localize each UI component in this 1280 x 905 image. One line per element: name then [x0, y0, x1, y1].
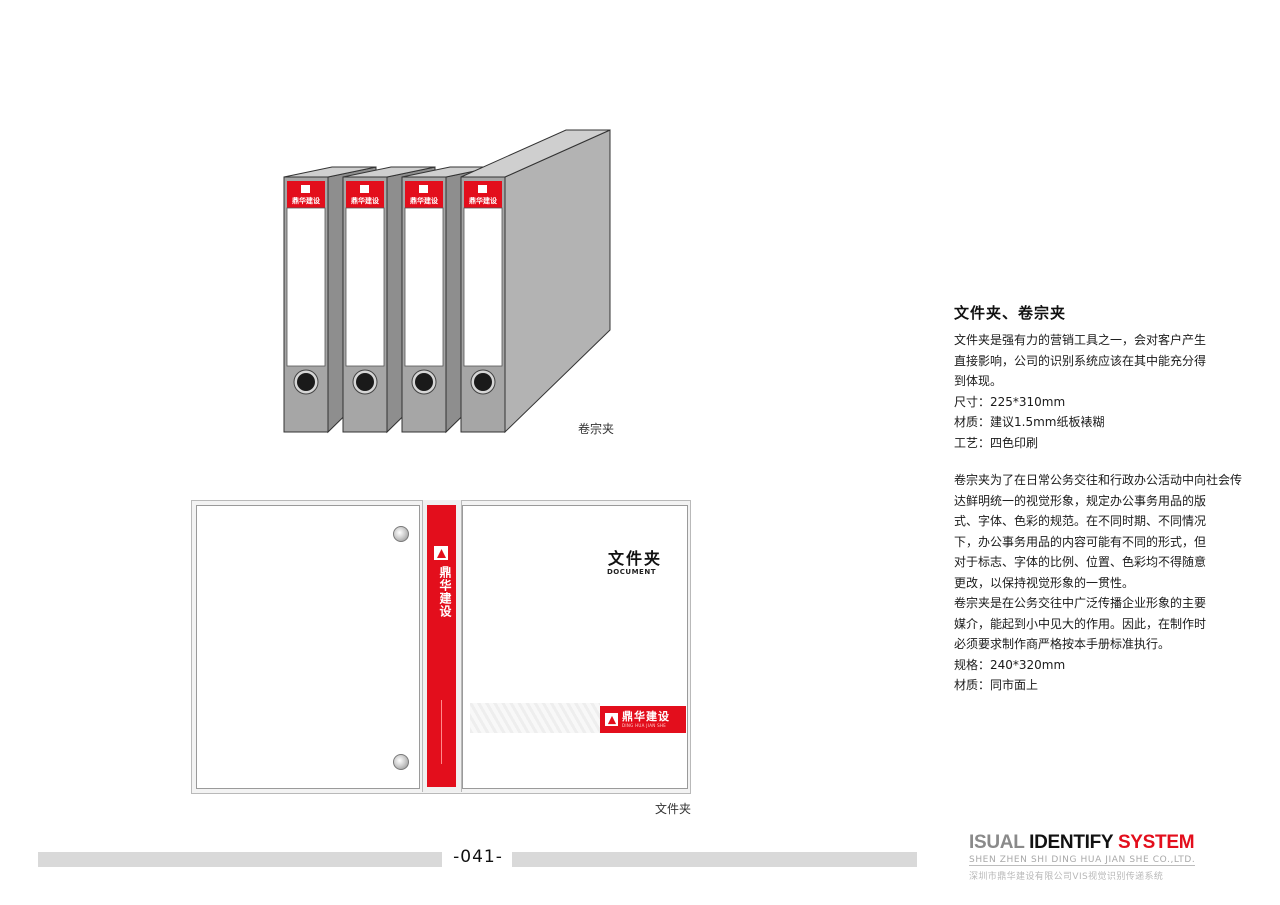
text-line: 卷宗夹为了在日常公务交往和行政办公活动中向社会传: [954, 473, 1243, 487]
binder-brand-name: 鼎华建设: [469, 196, 498, 205]
ring-hole-icon: [393, 526, 409, 542]
text-line: 到体现。: [954, 374, 1003, 388]
binder-brand-name: 鼎华建设: [292, 196, 321, 205]
text-line: 对于标志、字体的比例、位置、色彩均不得随意: [954, 555, 1207, 569]
text-line: 工艺：四色印刷: [954, 435, 1039, 450]
binder-white-label: [463, 207, 503, 367]
company-cn-name: 深圳市鼎华建设有限公司VIS视觉识别传递系统: [969, 872, 1164, 882]
text-line: 规格：240*320mm: [954, 657, 1066, 672]
folder-subtitle: DOCUMENT: [607, 568, 656, 576]
logo-en-name: DING HUA JIAN SHE: [622, 723, 667, 728]
folder-front-cover: [462, 505, 688, 789]
finger-hole-icon: [356, 373, 374, 391]
brand-logo-icon: [419, 185, 428, 193]
text-line: 更改，以保持视觉形象的一贯性。: [954, 575, 1135, 590]
text-line: 达鲜明统一的视觉形象，规定办公事务用品的版: [954, 493, 1207, 508]
spine-brand-name: 鼎华建设: [438, 566, 452, 618]
ring-hole-icon: [393, 754, 409, 770]
text-line: 材质：同市面上: [954, 678, 1039, 692]
folder-title: 文件夹: [608, 549, 663, 568]
text-line: 文件夹是强有力的营销工具之一，会对客户产生: [954, 333, 1207, 347]
footer-bar-right: [512, 852, 917, 867]
footer-bar-left: [38, 852, 442, 867]
text-line: 式、字体、色彩的规范。在不同时期、不同情况: [954, 514, 1207, 528]
finger-hole-icon: [297, 373, 315, 391]
finger-hole-icon: [415, 373, 433, 391]
binder-brand-name: 鼎华建设: [410, 196, 439, 205]
spine-label-field: [430, 668, 452, 768]
folder-caption: 文件夹: [655, 802, 692, 816]
text-line: 材质：建议1.5mm纸板裱糊: [954, 415, 1105, 429]
text-line: 直接影响，公司的识别系统应该在其中能充分得: [954, 353, 1207, 368]
decorative-pattern: [470, 703, 600, 733]
binder-white-label: [286, 207, 326, 367]
brand-logo-icon: [605, 713, 618, 726]
logo-cn-name: 鼎华建设: [622, 710, 670, 723]
brand-logo-icon: [301, 185, 310, 193]
brand-logo-icon: [478, 185, 487, 193]
brand-logo-icon: [434, 546, 448, 560]
brand-logo-icon: [360, 185, 369, 193]
binder-brand-name: 鼎华建设: [351, 196, 380, 205]
text-line: 媒介，能起到小中见大的作用。因此，在制作时: [954, 616, 1207, 631]
page-number: -041-: [453, 847, 503, 867]
binder-cover: [504, 129, 611, 434]
intro-paragraph: 文件夹是强有力的营销工具之一，会对客户产生直接影响，公司的识别系统应该在其中能充…: [954, 330, 1206, 453]
brand-logo-block: 鼎华建设 DING HUA JIAN SHE: [600, 706, 686, 733]
text-line: 下，办公事务用品的内容可能有不同的形式，但: [954, 534, 1207, 549]
section-heading: 文件夹、卷宗夹: [954, 304, 1067, 322]
binder-white-label: [404, 207, 444, 367]
text-line: 必须要求制作商严格按本手册标准执行。: [954, 637, 1171, 651]
binders-caption: 卷宗夹: [578, 422, 615, 436]
folder-back-cover: [196, 505, 420, 789]
binder-white-label: [345, 207, 385, 367]
text-line: 卷宗夹是在公务交往中广泛传播企业形象的主要: [954, 596, 1207, 610]
system-title: ISUAL IDENTIFY SYSTEM: [969, 832, 1195, 853]
company-en-name: SHEN ZHEN SHI DING HUA JIAN SHE CO.,LTD.: [969, 855, 1196, 866]
body-paragraph: 卷宗夹为了在日常公务交往和行政办公活动中向社会传达鲜明统一的视觉形象，规定办公事…: [954, 470, 1242, 696]
text-line: 尺寸：225*310mm: [954, 394, 1066, 409]
binders-illustration: 鼎华建设 鼎华建设 鼎华建设 鼎华建设: [283, 129, 611, 434]
finger-hole-icon: [474, 373, 492, 391]
